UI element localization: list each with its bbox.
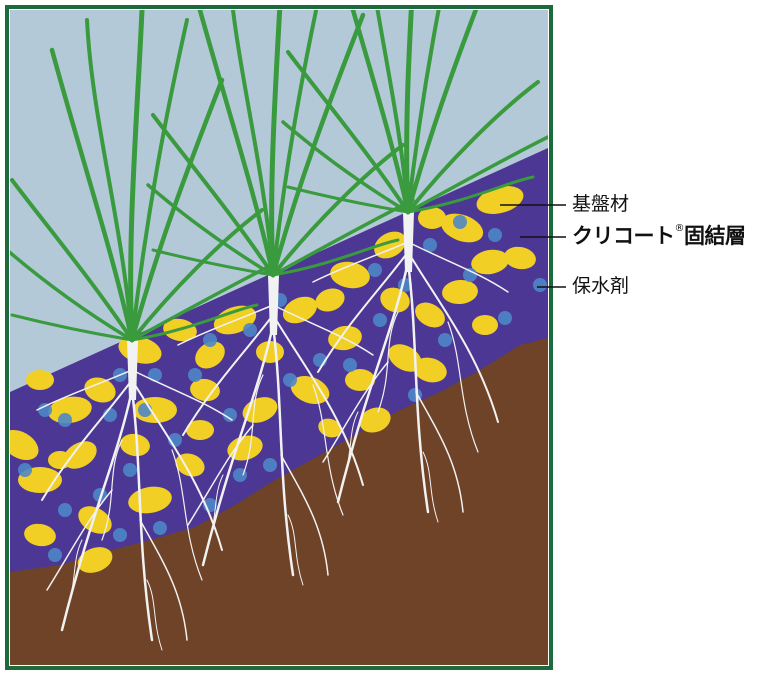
substrate-label: 基盤材 bbox=[572, 195, 629, 214]
registered-mark: ® bbox=[675, 223, 685, 234]
water-retainer-dot bbox=[263, 458, 277, 472]
water-retainer-dot bbox=[243, 323, 257, 337]
water-retainer-dot bbox=[368, 263, 382, 277]
bonded-layer-label: クリコート®固結層 bbox=[572, 226, 746, 247]
water-retainer-dot bbox=[343, 358, 357, 372]
water-retainer-dot bbox=[438, 333, 452, 347]
water-retainer-dot bbox=[38, 403, 52, 417]
substrate-particle bbox=[256, 341, 284, 363]
water-retainer-dot bbox=[203, 333, 217, 347]
water-retainer-dot bbox=[533, 278, 547, 292]
water-retainer-dot bbox=[283, 373, 297, 387]
water-retainer-dot bbox=[123, 463, 137, 477]
water-retainer-dot bbox=[58, 503, 72, 517]
water-retainer-label: 保水剤 bbox=[572, 277, 629, 296]
substrate-label-text: 基盤材 bbox=[572, 193, 629, 215]
layer-suffix-text: 固結層 bbox=[684, 224, 746, 248]
water-retainer-dot bbox=[498, 311, 512, 325]
water-retainer-dot bbox=[148, 368, 162, 382]
water-retainer-dot bbox=[113, 528, 127, 542]
water-retainer-dot bbox=[58, 413, 72, 427]
water-retainer-dot bbox=[188, 368, 202, 382]
substrate-particle bbox=[472, 315, 498, 335]
water-retainer-dot bbox=[18, 463, 32, 477]
water-retainer-dot bbox=[373, 313, 387, 327]
water-retainer-dot bbox=[48, 548, 62, 562]
water-retainer-dot bbox=[488, 228, 502, 242]
water-retainer-dot bbox=[153, 521, 167, 535]
water-retainer-label-text: 保水剤 bbox=[572, 275, 629, 297]
layer-name-text: クリコート bbox=[572, 224, 675, 248]
water-retainer-dot bbox=[453, 215, 467, 229]
substrate-particle bbox=[26, 370, 54, 390]
